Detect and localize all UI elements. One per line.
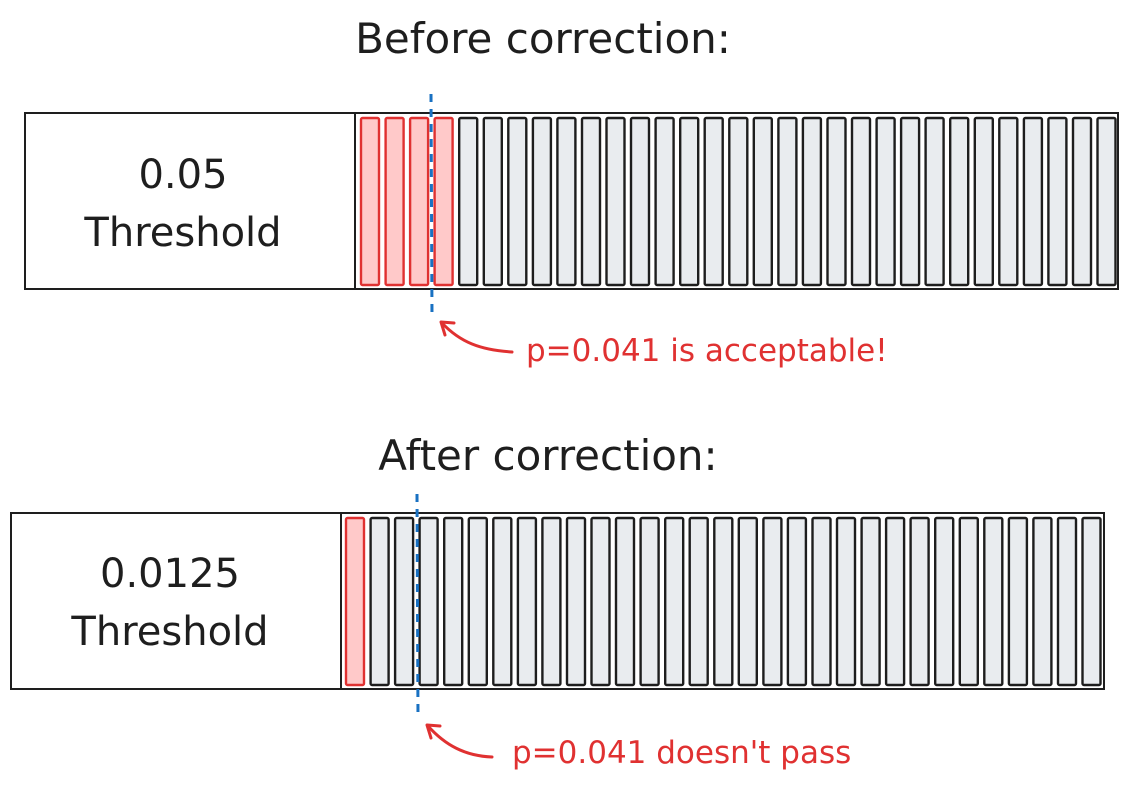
- test-bar: [983, 516, 1004, 687]
- test-bar: [811, 516, 832, 687]
- test-bar: [777, 116, 798, 287]
- test-bar: [973, 116, 994, 287]
- test-bar: [1047, 116, 1068, 287]
- test-bar: [443, 516, 464, 687]
- threshold-value-after: 0.0125: [100, 551, 240, 597]
- test-bar: [884, 516, 906, 687]
- test-bar: [654, 116, 675, 287]
- test-bar: [458, 116, 479, 287]
- test-bar: [949, 116, 970, 287]
- test-bar-significant: [433, 116, 454, 287]
- test-bar: [605, 116, 626, 287]
- test-bar: [909, 516, 930, 687]
- test-bar: [556, 116, 577, 287]
- test-bar: [899, 116, 921, 287]
- test-bar: [393, 516, 415, 687]
- test-bar: [688, 516, 709, 687]
- test-bar: [786, 516, 808, 687]
- test-bar: [850, 116, 872, 287]
- threshold-value-before: 0.05: [138, 152, 227, 198]
- annotation-arrow-before: [440, 321, 514, 354]
- test-bar: [565, 516, 587, 687]
- test-bar: [728, 116, 749, 287]
- test-bar: [713, 516, 734, 687]
- test-bar: [762, 516, 783, 687]
- bar-strip-after: [340, 512, 1105, 690]
- test-bar: [737, 516, 758, 687]
- test-bar: [541, 516, 562, 687]
- test-bar: [507, 116, 528, 287]
- test-bar: [1081, 516, 1102, 687]
- test-bar: [875, 116, 896, 287]
- threshold-box-after: [10, 512, 342, 690]
- test-bar: [703, 116, 724, 287]
- test-bar: [1096, 116, 1117, 287]
- test-bar: [998, 116, 1019, 287]
- test-bar: [580, 116, 602, 287]
- test-bar: [934, 516, 955, 687]
- bar-strip-before: [354, 112, 1119, 290]
- test-bar: [590, 516, 611, 687]
- threshold-label-after: Threshold: [70, 609, 268, 655]
- panel-before: Before correction: 0.05 Threshold p=0.04…: [24, 14, 1119, 369]
- test-bar: [679, 116, 700, 287]
- test-bar: [418, 516, 439, 687]
- test-bar-significant: [408, 116, 430, 287]
- test-bar: [1022, 116, 1044, 287]
- test-bar-significant: [344, 516, 366, 687]
- test-bar: [860, 516, 881, 687]
- test-bar: [369, 516, 390, 687]
- panel-after: After correction: 0.0125 Threshold p=0.0…: [10, 431, 1105, 771]
- significance-marker-after: [415, 493, 420, 719]
- test-bar: [752, 116, 773, 287]
- test-bar: [835, 516, 857, 687]
- test-bar: [516, 516, 538, 687]
- test-bar: [1056, 516, 1078, 687]
- bar-group-after: [344, 516, 1102, 687]
- annotation-after: p=0.041 doesn't pass: [512, 735, 851, 771]
- test-bar: [1071, 116, 1093, 287]
- test-bar: [629, 116, 651, 287]
- test-bar: [664, 516, 685, 687]
- test-bar: [639, 516, 660, 687]
- annotation-arrow-after: [426, 724, 494, 759]
- arrowhead-before: [439, 320, 456, 337]
- test-bar: [801, 116, 823, 287]
- test-bar: [924, 116, 945, 287]
- threshold-label-before: Threshold: [83, 210, 281, 256]
- arrowhead-after: [425, 723, 442, 740]
- test-bar: [1007, 516, 1029, 687]
- test-bar: [467, 516, 488, 687]
- test-bar: [614, 516, 636, 687]
- test-bar: [958, 516, 979, 687]
- threshold-box-before: [24, 112, 356, 290]
- test-bar: [826, 116, 847, 287]
- annotation-before: p=0.041 is acceptable!: [526, 333, 888, 369]
- bar-group-before: [359, 116, 1117, 287]
- heading-after: After correction:: [378, 431, 717, 480]
- heading-before: Before correction:: [355, 14, 731, 63]
- test-bar-significant: [359, 116, 381, 287]
- test-bar-significant: [384, 116, 405, 287]
- test-bar: [482, 116, 503, 287]
- test-bar: [531, 116, 553, 287]
- test-bar: [492, 516, 513, 687]
- test-bar: [1032, 516, 1053, 687]
- significance-marker-before: [429, 93, 434, 319]
